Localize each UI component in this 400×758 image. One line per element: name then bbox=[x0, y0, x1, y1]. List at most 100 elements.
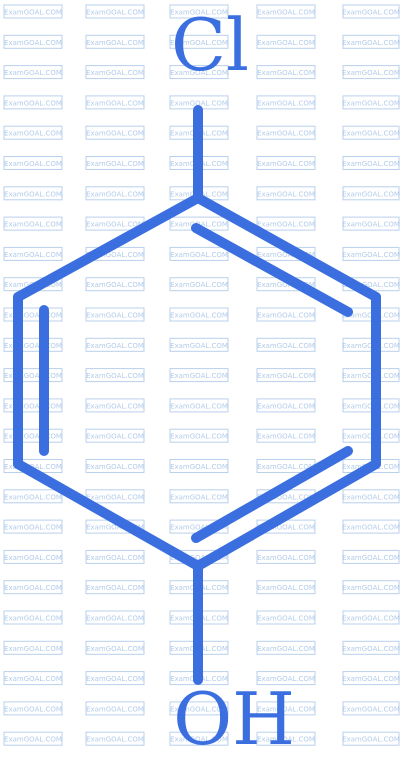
watermark-box bbox=[3, 246, 63, 261]
watermark-text: ExamGOAL.COM bbox=[4, 190, 62, 198]
watermark-box bbox=[342, 95, 400, 110]
watermark-text: ExamGOAL.COM bbox=[257, 554, 315, 562]
watermark-box bbox=[342, 580, 400, 595]
watermark-text: ExamGOAL.COM bbox=[342, 705, 400, 713]
watermark-text: ExamGOAL.COM bbox=[257, 99, 315, 107]
watermark-text: ExamGOAL.COM bbox=[4, 99, 62, 107]
watermark-text: ExamGOAL.COM bbox=[170, 463, 228, 471]
watermark-box bbox=[256, 337, 316, 352]
watermark-text: ExamGOAL.COM bbox=[4, 554, 62, 562]
watermark-box bbox=[3, 640, 63, 655]
watermark-text: ExamGOAL.COM bbox=[86, 736, 144, 744]
watermark-text: ExamGOAL.COM bbox=[86, 190, 144, 198]
watermark-box bbox=[3, 156, 63, 170]
watermark-box bbox=[256, 125, 316, 140]
watermark-box bbox=[3, 428, 63, 443]
watermark-box bbox=[3, 4, 63, 19]
watermark-box bbox=[85, 368, 145, 383]
double-bond-inner-1 bbox=[191, 223, 353, 317]
watermark-text: ExamGOAL.COM bbox=[4, 584, 62, 592]
watermark-box bbox=[169, 307, 229, 322]
watermark-text: ExamGOAL.COM bbox=[257, 130, 315, 138]
watermark-box bbox=[3, 216, 63, 231]
watermark-text: ExamGOAL.COM bbox=[342, 493, 400, 501]
watermark-box bbox=[342, 640, 400, 655]
ring-bond-4 bbox=[13, 459, 203, 571]
watermark-box bbox=[3, 307, 63, 322]
watermark-box bbox=[85, 125, 145, 140]
watermark-text: ExamGOAL.COM bbox=[257, 493, 315, 501]
watermark-box bbox=[256, 610, 316, 625]
watermark-text: ExamGOAL.COM bbox=[342, 554, 400, 562]
hydroxyl-label: OH bbox=[173, 677, 295, 758]
watermark-box bbox=[256, 368, 316, 383]
chlorine-label: Cl bbox=[171, 3, 249, 87]
watermark-box bbox=[169, 459, 229, 473]
watermark-box bbox=[342, 216, 400, 231]
watermark-box bbox=[85, 95, 145, 110]
watermark-text: ExamGOAL.COM bbox=[86, 160, 144, 168]
watermark-text: ExamGOAL.COM bbox=[86, 9, 144, 17]
watermark-text: ExamGOAL.COM bbox=[342, 9, 400, 17]
watermark-box bbox=[169, 337, 229, 352]
watermark-text: ExamGOAL.COM bbox=[4, 342, 62, 350]
watermark-box bbox=[342, 671, 400, 686]
watermark-box bbox=[169, 731, 229, 746]
watermark-text: ExamGOAL.COM bbox=[170, 524, 228, 532]
double-bond-inner-2 bbox=[191, 446, 353, 543]
watermark-text: ExamGOAL.COM bbox=[86, 342, 144, 350]
watermark-text: ExamGOAL.COM bbox=[86, 221, 144, 229]
watermark-box bbox=[256, 186, 316, 201]
watermark-text: ExamGOAL.COM bbox=[86, 554, 144, 562]
watermark-text: ExamGOAL.COM bbox=[342, 675, 400, 683]
watermark-box bbox=[3, 489, 63, 504]
watermark-box bbox=[85, 337, 145, 352]
watermark-text: ExamGOAL.COM bbox=[342, 584, 400, 592]
watermark-text: ExamGOAL.COM bbox=[257, 402, 315, 410]
watermark-text: ExamGOAL.COM bbox=[257, 342, 315, 350]
watermark-text: ExamGOAL.COM bbox=[4, 433, 62, 441]
watermark-text: ExamGOAL.COM bbox=[4, 39, 62, 47]
watermark-text: ExamGOAL.COM bbox=[257, 312, 315, 320]
watermark-box bbox=[256, 4, 316, 19]
watermark-text: ExamGOAL.COM bbox=[257, 221, 315, 229]
watermark-text: ExamGOAL.COM bbox=[4, 251, 62, 259]
watermark-box bbox=[342, 34, 400, 49]
watermark-text: ExamGOAL.COM bbox=[170, 705, 228, 713]
watermark-box bbox=[3, 549, 63, 564]
watermark-box bbox=[342, 156, 400, 170]
watermark-box bbox=[169, 277, 229, 292]
watermark-text: ExamGOAL.COM bbox=[342, 645, 400, 653]
watermark-text: ExamGOAL.COM bbox=[4, 372, 62, 380]
watermark-box bbox=[256, 731, 316, 746]
watermark-text: ExamGOAL.COM bbox=[4, 615, 62, 623]
watermark-box bbox=[342, 65, 400, 80]
watermark-text: ExamGOAL.COM bbox=[170, 312, 228, 320]
watermark-text: ExamGOAL.COM bbox=[170, 402, 228, 410]
watermark-text: ExamGOAL.COM bbox=[257, 645, 315, 653]
watermark-text: ExamGOAL.COM bbox=[86, 433, 144, 441]
watermark-box bbox=[169, 489, 229, 504]
watermark-text: ExamGOAL.COM bbox=[86, 705, 144, 713]
watermark-box bbox=[85, 65, 145, 80]
watermark-text: ExamGOAL.COM bbox=[86, 39, 144, 47]
watermark-text: ExamGOAL.COM bbox=[170, 554, 228, 562]
watermark-text: ExamGOAL.COM bbox=[342, 736, 400, 744]
watermark-text: ExamGOAL.COM bbox=[257, 615, 315, 623]
watermark-text: ExamGOAL.COM bbox=[170, 9, 228, 17]
watermark-box bbox=[85, 640, 145, 655]
ring-bond-1 bbox=[193, 193, 381, 302]
watermark-box bbox=[342, 549, 400, 564]
watermark-box bbox=[85, 459, 145, 473]
watermark-box bbox=[3, 671, 63, 686]
watermark-text: ExamGOAL.COM bbox=[4, 130, 62, 138]
watermark-text: ExamGOAL.COM bbox=[342, 221, 400, 229]
watermark-text: ExamGOAL.COM bbox=[170, 342, 228, 350]
watermark-box bbox=[169, 701, 229, 716]
watermark-text: ExamGOAL.COM bbox=[257, 463, 315, 471]
watermark-text: ExamGOAL.COM bbox=[257, 736, 315, 744]
watermark-box bbox=[169, 65, 229, 80]
watermark-box bbox=[3, 701, 63, 716]
watermark-text: ExamGOAL.COM bbox=[170, 99, 228, 107]
watermark-text: ExamGOAL.COM bbox=[257, 9, 315, 17]
